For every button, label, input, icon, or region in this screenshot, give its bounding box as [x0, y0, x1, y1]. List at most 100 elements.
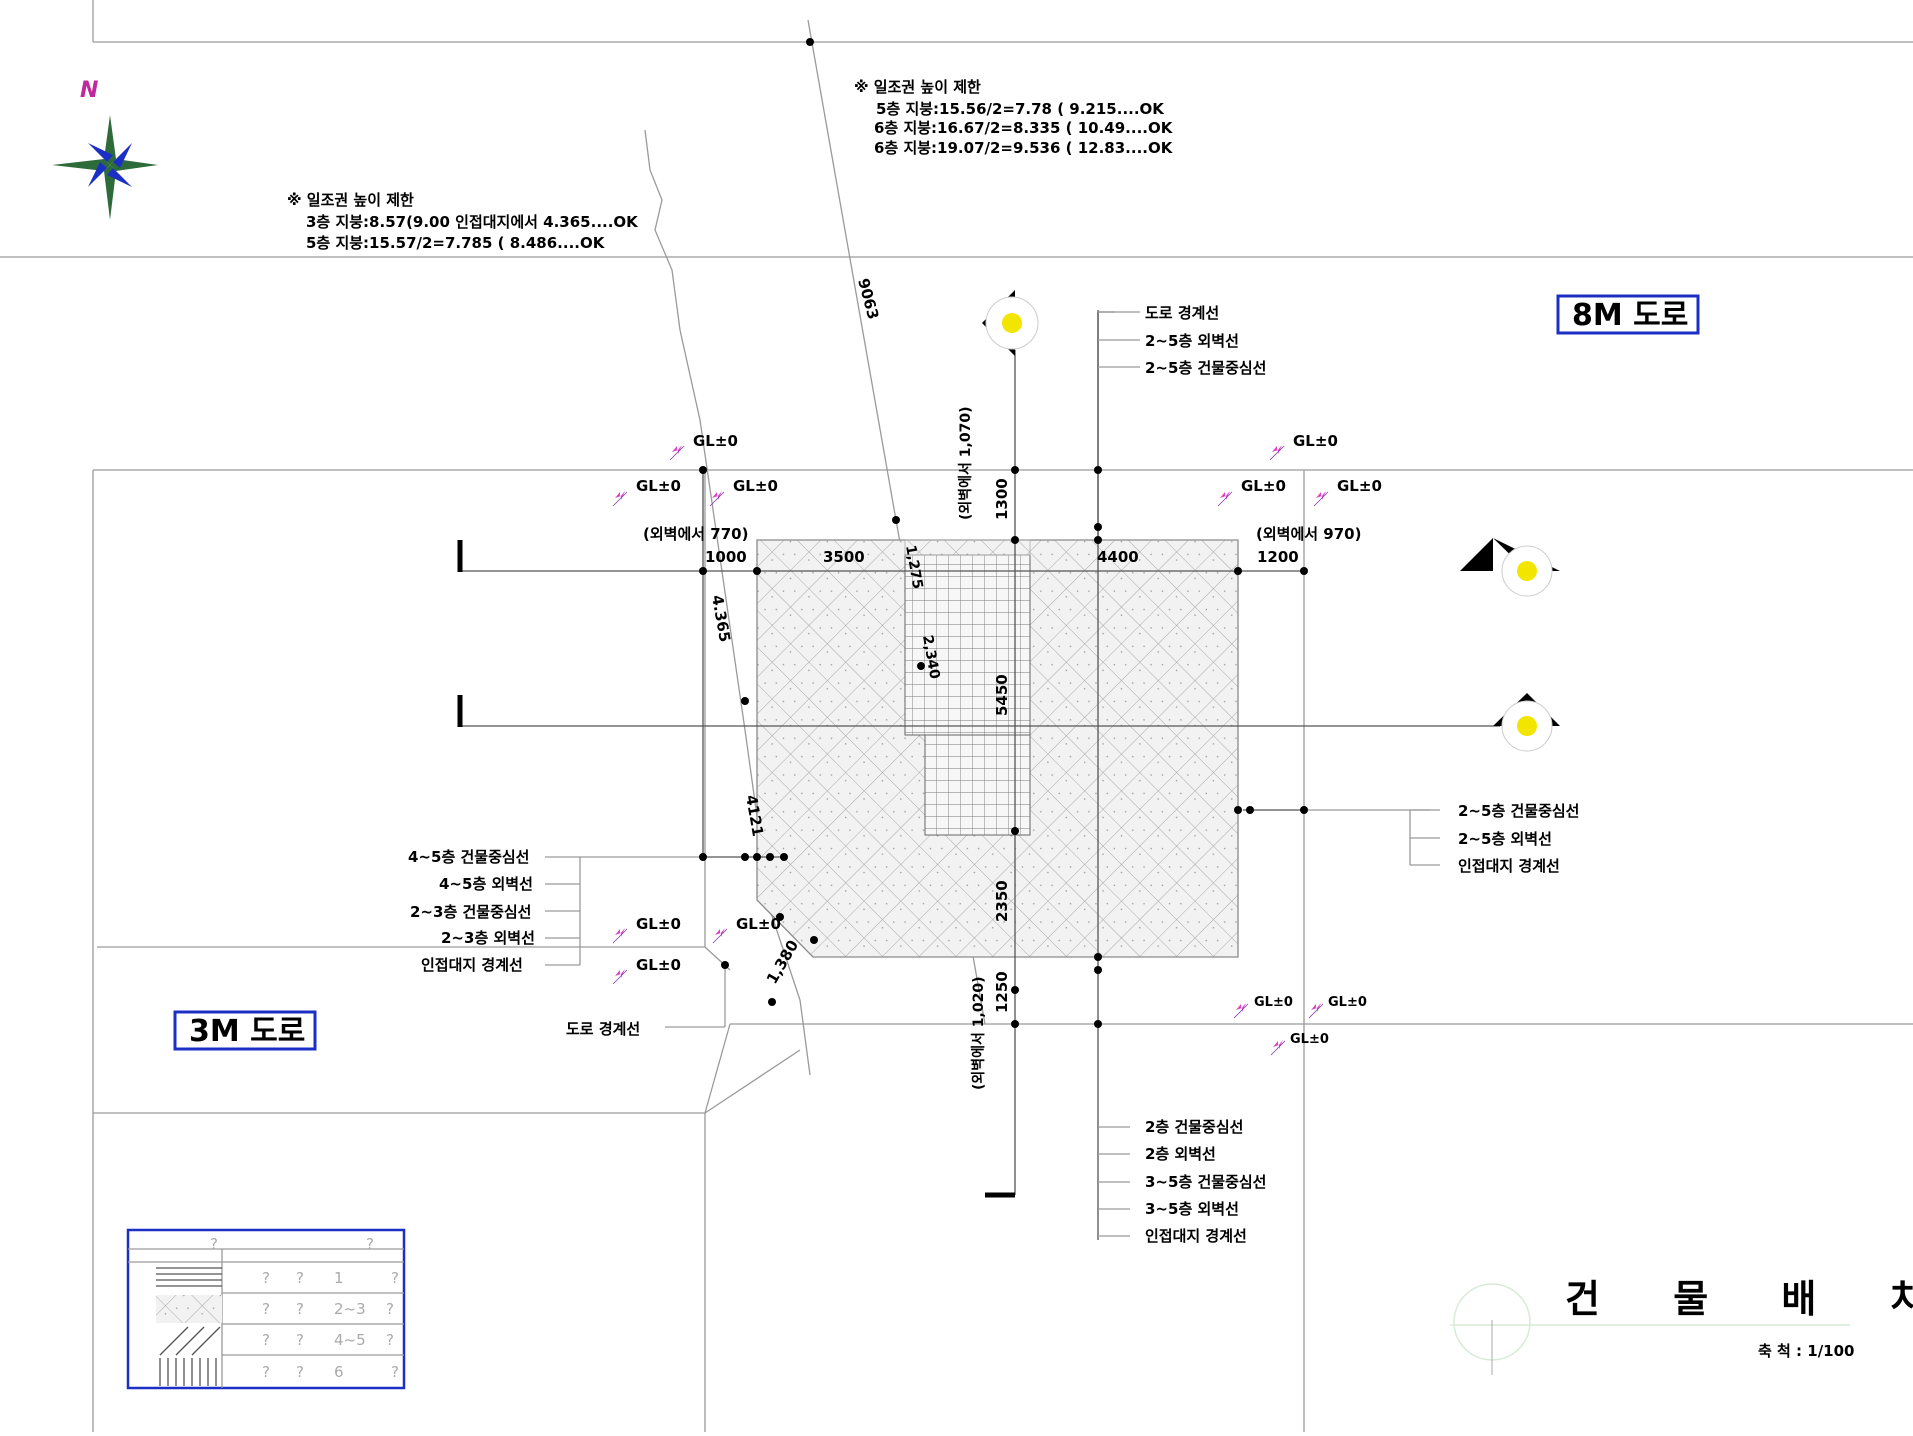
- legend-cell: ?: [386, 1300, 394, 1318]
- note-1-title: ※ 일조권 높이 제한: [287, 191, 414, 209]
- legend-header: ?: [366, 1235, 374, 1253]
- gl-marker: GL±0: [1217, 477, 1286, 507]
- legend-swatch-vertical: [159, 1358, 217, 1386]
- reference-points: [699, 38, 1308, 1028]
- legend-cell: ?: [296, 1331, 304, 1349]
- dim-1020: (외벽에서 1,020): [970, 977, 987, 1090]
- gl-marker: GL±0: [612, 956, 681, 985]
- svg-text:GL±0: GL±0: [1337, 477, 1382, 495]
- dim-2350: 2350: [993, 880, 1011, 922]
- line-label: 2~5층 외벽선: [1145, 332, 1239, 350]
- line-label: 인접대지 경계선: [1145, 1227, 1247, 1245]
- note-2-line: 5층 지붕:15.56/2=7.78 ( 9.215....OK: [876, 100, 1165, 118]
- dimension-lines: [457, 310, 1500, 1240]
- gl-marker: GL±0: [1269, 432, 1338, 461]
- dim-1300: 1300: [993, 478, 1011, 520]
- title-block: 건 물 배 치 도 축 척 : 1/100: [1450, 1277, 1913, 1375]
- svg-text:GL±0: GL±0: [736, 915, 781, 933]
- line-label: 4~5층 외벽선: [439, 875, 533, 893]
- dim-1070: (외벽에서 1,070): [957, 407, 974, 520]
- gl-marker: GL±0: [712, 915, 781, 944]
- note-1-line: 3층 지붕:8.57(9.00 인접대지에서 4.365....OK: [306, 213, 639, 231]
- line-label: 2~5층 외벽선: [1458, 830, 1552, 848]
- svg-text:GL±0: GL±0: [1293, 432, 1338, 450]
- line-label: 2~3층 외벽선: [441, 929, 535, 947]
- legend-cell: 4~5: [334, 1331, 366, 1349]
- dim-9063: 9063: [854, 276, 882, 321]
- note-2-line: 6층 지붕:16.67/2=8.335 ( 10.49....OK: [874, 119, 1174, 137]
- labels-right-group: 2~5층 건물중심선 2~5층 외벽선 인접대지 경계선: [1458, 802, 1579, 875]
- line-label: 2~5층 건물중심선: [1145, 359, 1266, 377]
- line-label: 인접대지 경계선: [421, 956, 523, 974]
- line-label: 4~5층 건물중심선: [408, 848, 529, 866]
- legend-cell: ?: [262, 1363, 270, 1381]
- note-1-line: 5층 지붕:15.57/2=7.785 ( 8.486....OK: [306, 234, 606, 252]
- gl-marker: GL±0: [612, 915, 681, 944]
- labels-top-group: 도로 경계선 2~5층 외벽선 2~5층 건물중심선: [1145, 304, 1266, 377]
- legend-swatch-cross: [156, 1295, 222, 1323]
- section-marker-right-2: [1493, 693, 1560, 752]
- building-footprint: [756, 539, 1239, 958]
- svg-text:GL±0: GL±0: [1254, 995, 1293, 1010]
- dim-4365: 4.365: [708, 594, 734, 644]
- legend-cell: ?: [262, 1300, 270, 1318]
- hatch-legend: ? ? ? ? 1 ? ? ? 2~3 ? ? ? 4~5 ? ? ? 6 ?: [126, 1228, 406, 1390]
- legend-cell: ?: [391, 1363, 399, 1381]
- leader-lines: [545, 311, 1440, 1237]
- legend-cell: 6: [334, 1363, 344, 1381]
- road-label-8m: 8M 도로: [1556, 294, 1700, 335]
- note-2-title: ※ 일조권 높이 제한: [854, 78, 981, 96]
- gl-marker: GL±0: [669, 432, 738, 461]
- legend-cell: ?: [296, 1300, 304, 1318]
- svg-text:GL±0: GL±0: [733, 477, 778, 495]
- ground-level-markers: GL±0 GL±0 GL±0 GL±0 GL±0 GL±0 GL±0 GL±0 …: [612, 432, 1382, 1056]
- gl-marker: GL±0: [1270, 1032, 1329, 1056]
- svg-text:GL±0: GL±0: [636, 915, 681, 933]
- labels-left-group: 4~5층 건물중심선 4~5층 외벽선 2~3층 건물중심선 2~3층 외벽선 …: [408, 848, 535, 974]
- dim-4400: 4400: [1097, 548, 1139, 566]
- svg-text:GL±0: GL±0: [1241, 477, 1286, 495]
- line-label: 2층 외벽선: [1145, 1145, 1216, 1163]
- line-label: 3~5층 건물중심선: [1145, 1173, 1266, 1191]
- svg-text:GL±0: GL±0: [636, 477, 681, 495]
- line-label: 2~3층 건물중심선: [410, 903, 531, 921]
- sunlight-note-1: ※ 일조권 높이 제한 3층 지붕:8.57(9.00 인접대지에서 4.365…: [287, 191, 639, 252]
- line-label: 2~5층 건물중심선: [1458, 802, 1579, 820]
- dim-1000: 1000: [705, 548, 747, 566]
- dimension-texts: 9063 (외벽에서 1,070) 1300 (외벽에서 770) (외벽에서 …: [643, 276, 1361, 1090]
- dim-5450: 5450: [993, 674, 1011, 716]
- dim-1200: 1200: [1257, 548, 1299, 566]
- legend-cell: ?: [386, 1331, 394, 1349]
- gl-marker: GL±0: [709, 477, 778, 507]
- dim-2340: 2,340: [919, 634, 942, 681]
- dim-970: (외벽에서 970): [1256, 525, 1361, 543]
- line-label: 인접대지 경계선: [1458, 857, 1560, 875]
- svg-text:GL±0: GL±0: [1290, 1032, 1329, 1047]
- labels-bottom-group: 2층 건물중심선 2층 외벽선 3~5층 건물중심선 3~5층 외벽선 인접대지…: [1145, 1118, 1266, 1245]
- section-marker-right-1: [1460, 538, 1560, 597]
- road-8m-text: 8M 도로: [1572, 298, 1688, 333]
- dim-1275: 1,275: [902, 544, 925, 590]
- legend-cell: ?: [262, 1269, 270, 1287]
- road-boundary-label: 도로 경계선: [566, 1020, 640, 1038]
- dim-770: (외벽에서 770): [643, 525, 748, 543]
- sunlight-note-2: ※ 일조권 높이 제한 5층 지붕:15.56/2=7.78 ( 9.215..…: [854, 78, 1174, 157]
- svg-text:GL±0: GL±0: [1328, 995, 1367, 1010]
- legend-swatch-diag: [159, 1326, 221, 1356]
- section-marker-top: [982, 290, 1039, 356]
- line-label: 2층 건물중심선: [1145, 1118, 1243, 1136]
- note-2-line: 6층 지붕:19.07/2=9.536 ( 12.83....OK: [874, 139, 1174, 157]
- compass-rose: [52, 115, 158, 220]
- svg-text:GL±0: GL±0: [636, 956, 681, 974]
- dim-3500: 3500: [823, 548, 865, 566]
- road-label-3m: 3M 도로: [173, 1010, 317, 1051]
- svg-text:GL±0: GL±0: [693, 432, 738, 450]
- dim-1380: 1,380: [763, 937, 802, 987]
- legend-cell: ?: [296, 1269, 304, 1287]
- road-3m-text: 3M 도로: [189, 1014, 305, 1049]
- gl-marker: GL±0: [1233, 995, 1293, 1019]
- legend-cell: ?: [262, 1331, 270, 1349]
